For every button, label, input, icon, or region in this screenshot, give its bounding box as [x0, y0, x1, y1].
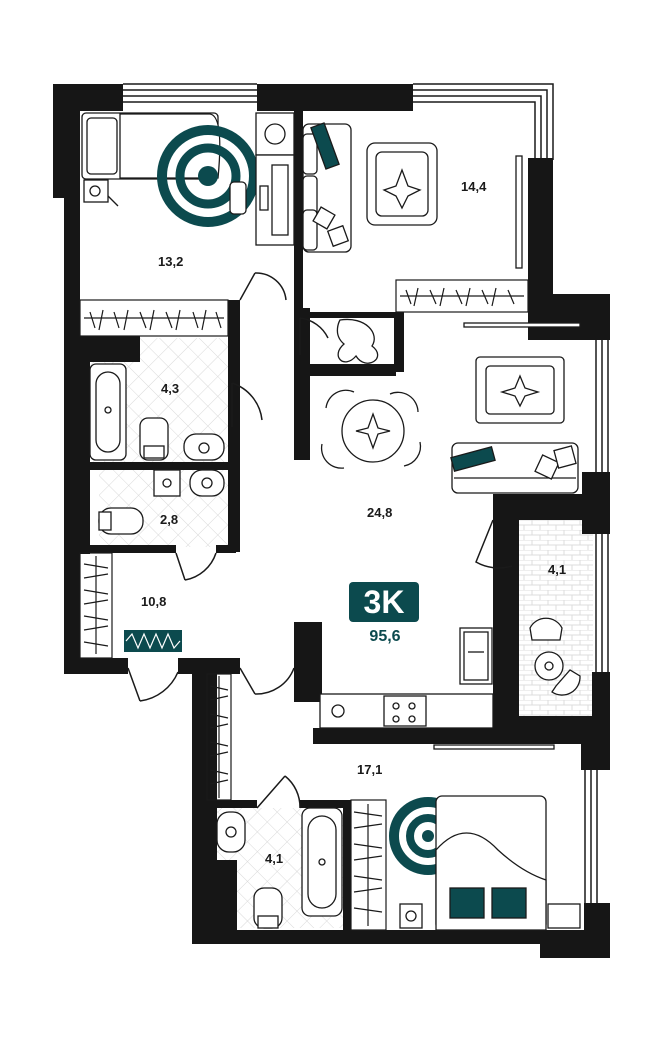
living-kitchen-furniture: [319, 322, 581, 729]
area-label-bathroom-2: 4,1: [265, 851, 284, 866]
area-label-bedroom-1: 13,2: [158, 254, 184, 269]
bathroom-2-fixtures: [216, 807, 343, 929]
wardrobes: [79, 279, 529, 931]
area-label-bathroom-1: 4,3: [161, 381, 180, 396]
apartment-type-badge: 3K: [349, 582, 419, 622]
bedroom-3-furniture: [389, 744, 581, 931]
area-label-bedroom-3: 17,1: [357, 762, 383, 777]
area-label-hallway: 10,8: [141, 594, 167, 609]
bedroom-1-furniture: [81, 112, 295, 246]
toilet-fixtures: [98, 469, 225, 535]
area-label-bedroom-2: 14,4: [461, 179, 487, 194]
area-label-toilet: 2,8: [160, 512, 179, 527]
balcony-furniture: [529, 617, 581, 696]
bathroom-1-fixtures: [89, 363, 225, 461]
area-label-kitchen-living: 24,8: [367, 505, 393, 520]
hallway-fixtures: [124, 630, 182, 652]
area-label-balcony: 4,1: [548, 562, 567, 577]
total-area: 95,6: [369, 628, 401, 645]
windows: [123, 83, 609, 903]
walls: [53, 84, 610, 958]
bedroom-2-furniture: [302, 122, 523, 364]
doors: [127, 272, 513, 809]
